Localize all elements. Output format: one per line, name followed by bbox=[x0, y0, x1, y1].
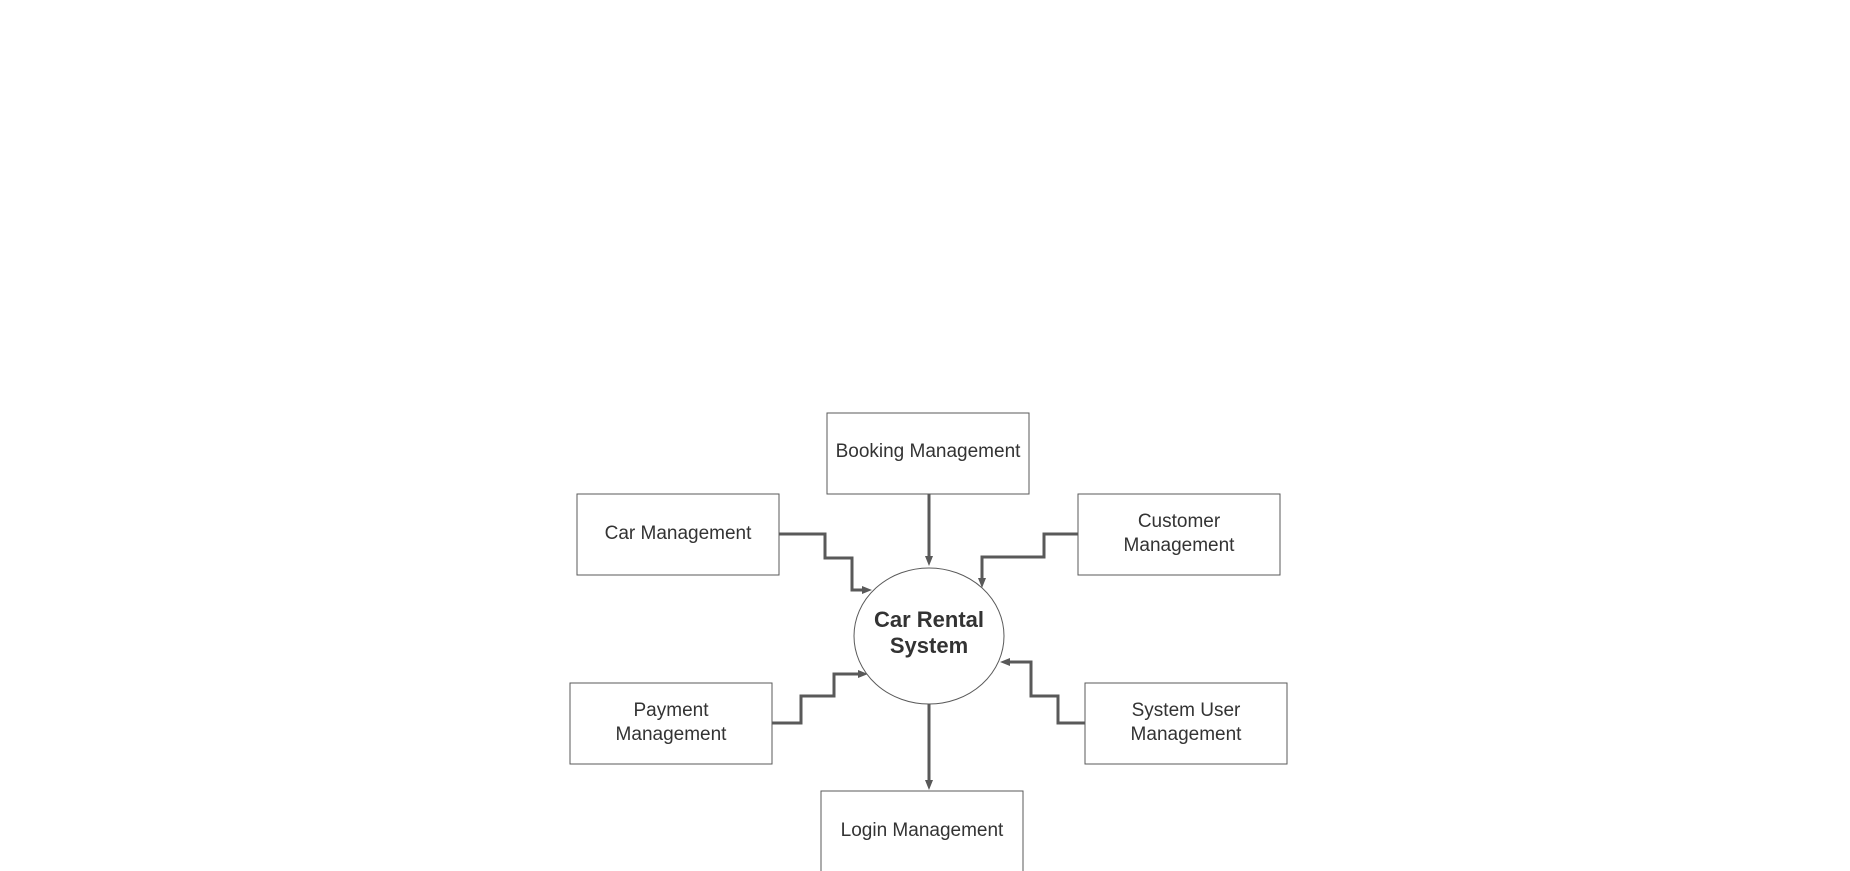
arrowhead-car bbox=[862, 586, 872, 594]
arrowhead-login bbox=[925, 780, 933, 790]
arrowhead-customer bbox=[978, 578, 986, 588]
payment-label-line1: Payment bbox=[634, 700, 710, 721]
login-label: Login Management bbox=[841, 820, 1004, 841]
node-booking-management[interactable]: Booking Management bbox=[826, 412, 1030, 495]
node-center[interactable]: Car Rental System bbox=[853, 567, 1005, 705]
edge-customer-to-center bbox=[980, 532, 1078, 578]
login-box bbox=[820, 790, 1024, 871]
edge-payment-to-center bbox=[771, 672, 858, 725]
node-system-user-management[interactable]: System User Management bbox=[1084, 682, 1288, 765]
customer-label-line1: Customer bbox=[1138, 511, 1221, 532]
arrowhead-booking bbox=[925, 556, 933, 566]
customer-label-line2: Management bbox=[1124, 535, 1236, 556]
car-box bbox=[576, 493, 780, 576]
system-user-label-line2: Management bbox=[1131, 724, 1243, 745]
car-label: Car Management bbox=[605, 523, 753, 544]
edge-system-user-to-center bbox=[1010, 660, 1085, 725]
edge-car-to-center bbox=[778, 532, 862, 592]
booking-box bbox=[826, 412, 1030, 495]
arrowhead-system-user bbox=[1000, 658, 1010, 666]
node-customer-management[interactable]: Customer Management bbox=[1077, 493, 1281, 576]
connectors bbox=[771, 494, 1085, 790]
customer-box bbox=[1077, 493, 1281, 576]
node-car-management[interactable]: Car Management bbox=[576, 493, 780, 576]
node-login-management[interactable]: Login Management bbox=[820, 790, 1024, 871]
center-label-line2: System bbox=[890, 633, 968, 658]
arrowhead-payment bbox=[858, 670, 868, 678]
center-label-line1: Car Rental bbox=[874, 607, 984, 632]
center-ellipse bbox=[853, 567, 1005, 705]
system-user-label-line1: System User bbox=[1132, 700, 1241, 721]
payment-label-line2: Management bbox=[616, 724, 728, 745]
booking-label: Booking Management bbox=[836, 441, 1022, 462]
payment-box bbox=[569, 682, 773, 765]
node-payment-management[interactable]: Payment Management bbox=[569, 682, 773, 765]
system-user-box bbox=[1084, 682, 1288, 765]
